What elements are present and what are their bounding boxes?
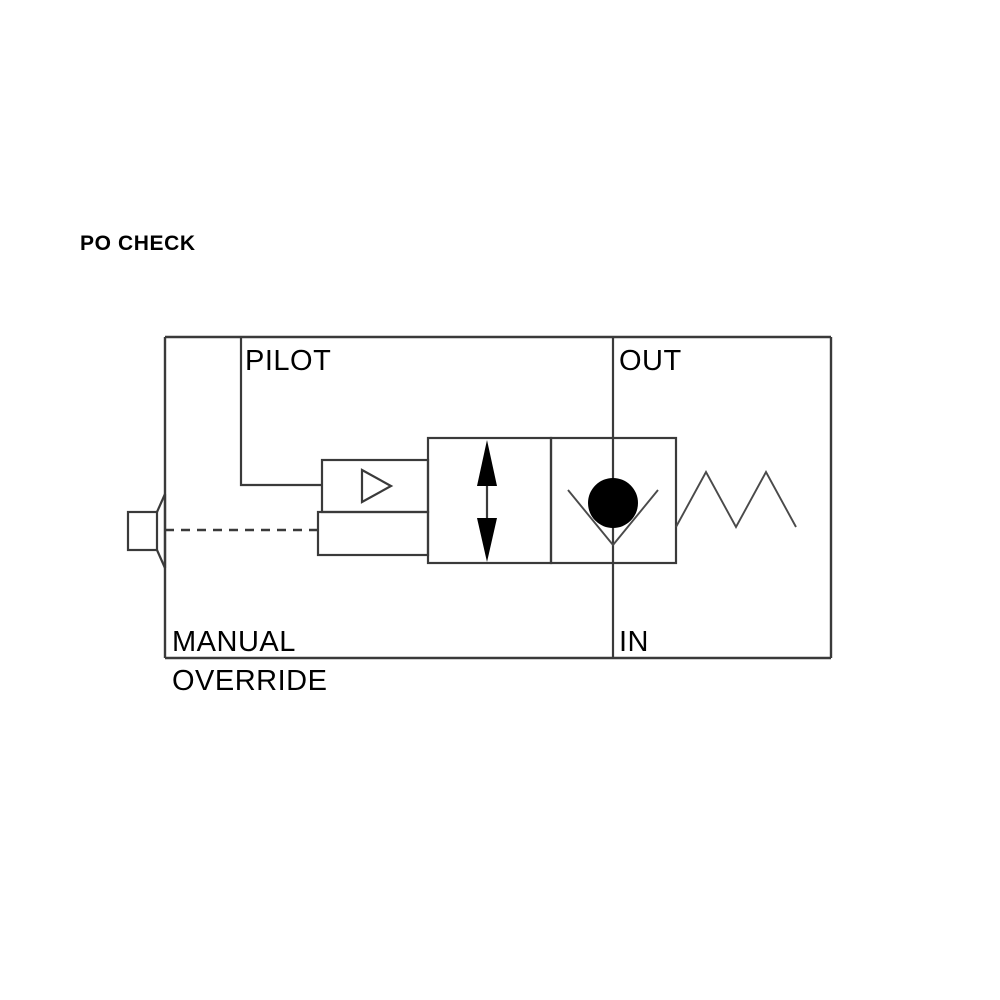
valve-body-right-chamber: [549, 436, 678, 565]
pilot-box-lower: [316, 510, 430, 557]
pilot-actuator-lower-box: [316, 510, 430, 557]
label-manual-line1: MANUAL: [172, 626, 296, 658]
pilot-conduit: [239, 337, 322, 487]
flow-double-arrow-icon: [477, 440, 497, 562]
manual-override-symbol: [126, 493, 167, 569]
pilot-triangle-icon: [360, 468, 394, 504]
check-valve-seat-icon: [567, 489, 659, 547]
valve-envelope: [163, 335, 833, 660]
pilot-actuator-upper-box: [320, 458, 430, 514]
override-wedge-lower: [155, 549, 167, 569]
arrow-head-up: [477, 440, 497, 486]
spring-icon: [675, 470, 797, 529]
valve-chamber-right: [549, 436, 678, 565]
pilot-port-line: [239, 337, 322, 487]
label-in-port: IN: [619, 626, 649, 658]
check-ball-icon: [588, 478, 638, 528]
manual-override-plunger-icon: [126, 510, 159, 552]
valve-body-left-chamber: [426, 436, 553, 565]
pilot-box-upper: [320, 458, 430, 514]
label-pilot-port: PILOT: [245, 345, 331, 377]
diagram-title: PO CHECK: [80, 232, 196, 255]
arrow-head-down: [477, 518, 497, 562]
label-manual-line2: OVERRIDE: [172, 665, 327, 697]
override-wedge-upper: [155, 493, 167, 513]
label-out-port: OUT: [619, 345, 682, 377]
